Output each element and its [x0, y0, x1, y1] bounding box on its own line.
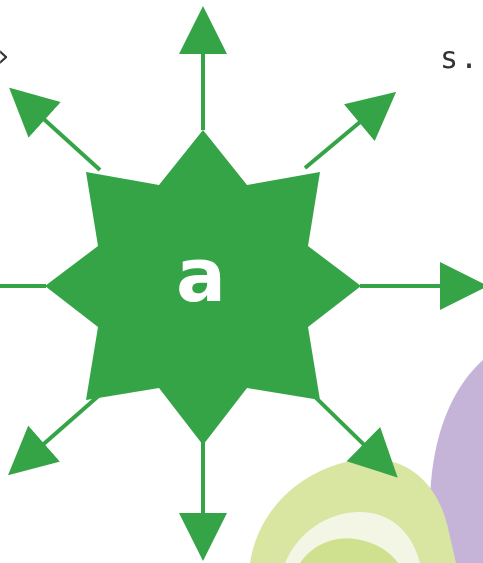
center-letter: a: [161, 226, 241, 326]
arrow-up-left: [15, 93, 100, 170]
left-text-fragment: ›: [0, 42, 12, 72]
top-text-fragment: *: [458, 0, 472, 6]
arrow-up-right: [305, 97, 390, 168]
arrow-down-left: [14, 392, 103, 470]
arrow-down-right: [310, 392, 392, 472]
right-text-fragment: s.: [440, 44, 480, 74]
